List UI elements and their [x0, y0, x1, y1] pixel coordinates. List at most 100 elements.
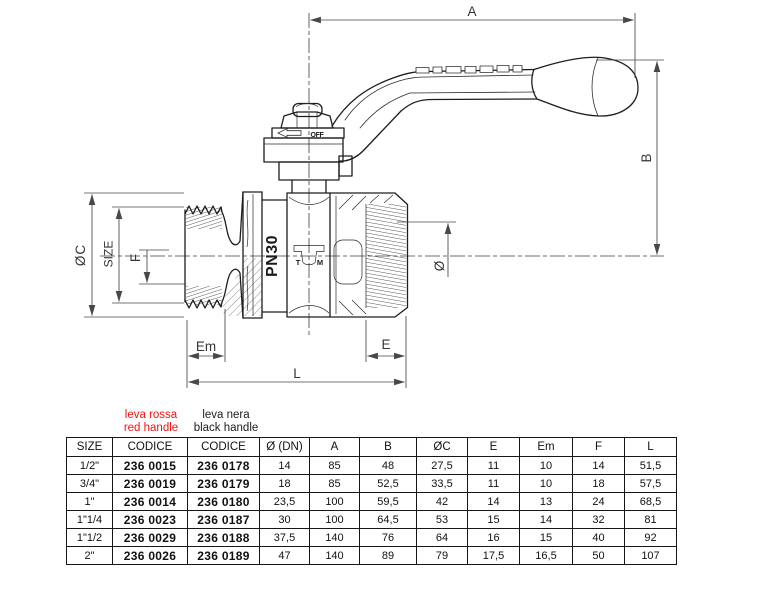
cell-code-black: 236 0179 [187, 474, 260, 493]
handle-embossing [415, 65, 523, 74]
cell-a: 100 [309, 510, 360, 529]
cell-f: 32 [572, 510, 625, 529]
cell-e: 17,5 [467, 546, 520, 565]
cell-l: 51,5 [624, 456, 677, 475]
cell-b: 59,5 [359, 492, 417, 511]
cell-l: 81 [624, 510, 677, 529]
dim-label-e: E [381, 337, 390, 352]
cell-size: 1"1/2 [66, 528, 113, 547]
cell-em: 16,5 [519, 546, 573, 565]
dim-label-b: B [639, 153, 654, 162]
legend-black-line2: black handle [193, 421, 259, 434]
col-header-a: A [309, 437, 360, 457]
col-header-l: L [624, 437, 677, 457]
cell-em: 15 [519, 528, 573, 547]
cell-b: 89 [359, 546, 417, 565]
legend-black-handle: leva nera black handle [178, 409, 274, 434]
cell-size: 1" [66, 492, 113, 511]
cell-a: 85 [309, 474, 360, 493]
cell-code-black: 236 0188 [187, 528, 260, 547]
cell-oc: 79 [416, 546, 468, 565]
body-details [246, 103, 394, 316]
cell-f: 50 [572, 546, 625, 565]
col-header-codice-black: CODICE [187, 437, 260, 457]
cell-oc: 64 [416, 528, 468, 547]
cell-code-black: 236 0187 [187, 510, 260, 529]
cell-l: 92 [624, 528, 677, 547]
dimension-lines [84, 13, 664, 388]
col-header-b: B [359, 437, 417, 457]
cell-l: 107 [624, 546, 677, 565]
cell-oc: 42 [416, 492, 468, 511]
dim-label-em: Em [196, 339, 216, 354]
cell-a: 100 [309, 492, 360, 511]
cell-code-red: 236 0026 [112, 546, 188, 565]
dim-label-bore: Ø [432, 260, 447, 271]
cell-e: 11 [467, 474, 520, 493]
table-header-row: SIZE CODICE CODICE Ø (DN) A B ØC E Em F … [66, 437, 677, 457]
cell-code-red: 236 0023 [112, 510, 188, 529]
cell-dn: 37,5 [259, 528, 310, 547]
cell-a: 140 [309, 528, 360, 547]
handle-off-mark: OFF [310, 132, 324, 139]
table-row: 1"1/2 236 0029 236 0188 37,5 140 76 64 1… [66, 528, 677, 547]
cell-e: 15 [467, 510, 520, 529]
pn-rating-text: PN30 [264, 235, 281, 277]
dim-label-size: SIZE [102, 241, 116, 268]
section-hatching [186, 204, 406, 316]
table-row: 1"1/4 236 0023 236 0187 30 100 64,5 53 1… [66, 510, 677, 529]
cell-oc: 33,5 [416, 474, 468, 493]
spec-table: SIZE CODICE CODICE Ø (DN) A B ØC E Em F … [66, 437, 677, 565]
cell-oc: 27,5 [416, 456, 468, 475]
col-header-e: E [467, 437, 520, 457]
dim-label-l: L [293, 366, 301, 381]
cell-em: 13 [519, 492, 573, 511]
cell-f: 14 [572, 456, 625, 475]
col-header-em: Em [519, 437, 573, 457]
cell-size: 1"1/4 [66, 510, 113, 529]
dim-label-oc: ØC [73, 244, 88, 266]
dimension-labels: A B ØC SIZE F Ø Em E L [73, 4, 654, 381]
cell-code-red: 236 0029 [112, 528, 188, 547]
logo-letter-m: M [317, 258, 323, 267]
cell-e: 16 [467, 528, 520, 547]
cell-code-red: 236 0015 [112, 456, 188, 475]
col-header-f: F [572, 437, 625, 457]
cell-dn: 47 [259, 546, 310, 565]
legend-red-line1: leva rossa [124, 409, 178, 421]
body-markings: PN30 T M OFF [264, 132, 325, 277]
col-header-size: SIZE [66, 437, 113, 457]
cell-dn: 30 [259, 510, 310, 529]
cell-code-black: 236 0178 [187, 456, 260, 475]
cell-f: 40 [572, 528, 625, 547]
lever-handle [331, 56, 639, 162]
cell-size: 1/2" [66, 456, 113, 475]
cell-a: 85 [309, 456, 360, 475]
cell-size: 2" [66, 546, 113, 565]
cell-b: 64,5 [359, 510, 417, 529]
cell-f: 18 [572, 474, 625, 493]
cell-dn: 14 [259, 456, 310, 475]
cell-a: 140 [309, 546, 360, 565]
cell-b: 48 [359, 456, 417, 475]
table-row: 2" 236 0026 236 0189 47 140 89 79 17,5 1… [66, 546, 677, 565]
col-header-oc: ØC [416, 437, 468, 457]
cell-l: 68,5 [624, 492, 677, 511]
logo-letter-t: T [296, 258, 301, 267]
cell-f: 24 [572, 492, 625, 511]
col-header-codice-red: CODICE [112, 437, 188, 457]
cell-code-red: 236 0014 [112, 492, 188, 511]
dim-label-a: A [467, 4, 476, 19]
legend-black-line1: leva nera [202, 409, 250, 421]
legend-red-handle: leva rossa red handle [105, 409, 197, 434]
col-header-dn: Ø (DN) [259, 437, 310, 457]
valve-body [184, 102, 409, 319]
cell-oc: 53 [416, 510, 468, 529]
table-row: 3/4" 236 0019 236 0179 18 85 52,5 33,5 1… [66, 474, 677, 493]
cell-l: 57,5 [624, 474, 677, 493]
cell-code-black: 236 0189 [187, 546, 260, 565]
cell-size: 3/4" [66, 474, 113, 493]
table-row: 1/2" 236 0015 236 0178 14 85 48 27,5 11 … [66, 456, 677, 475]
cell-em: 14 [519, 510, 573, 529]
